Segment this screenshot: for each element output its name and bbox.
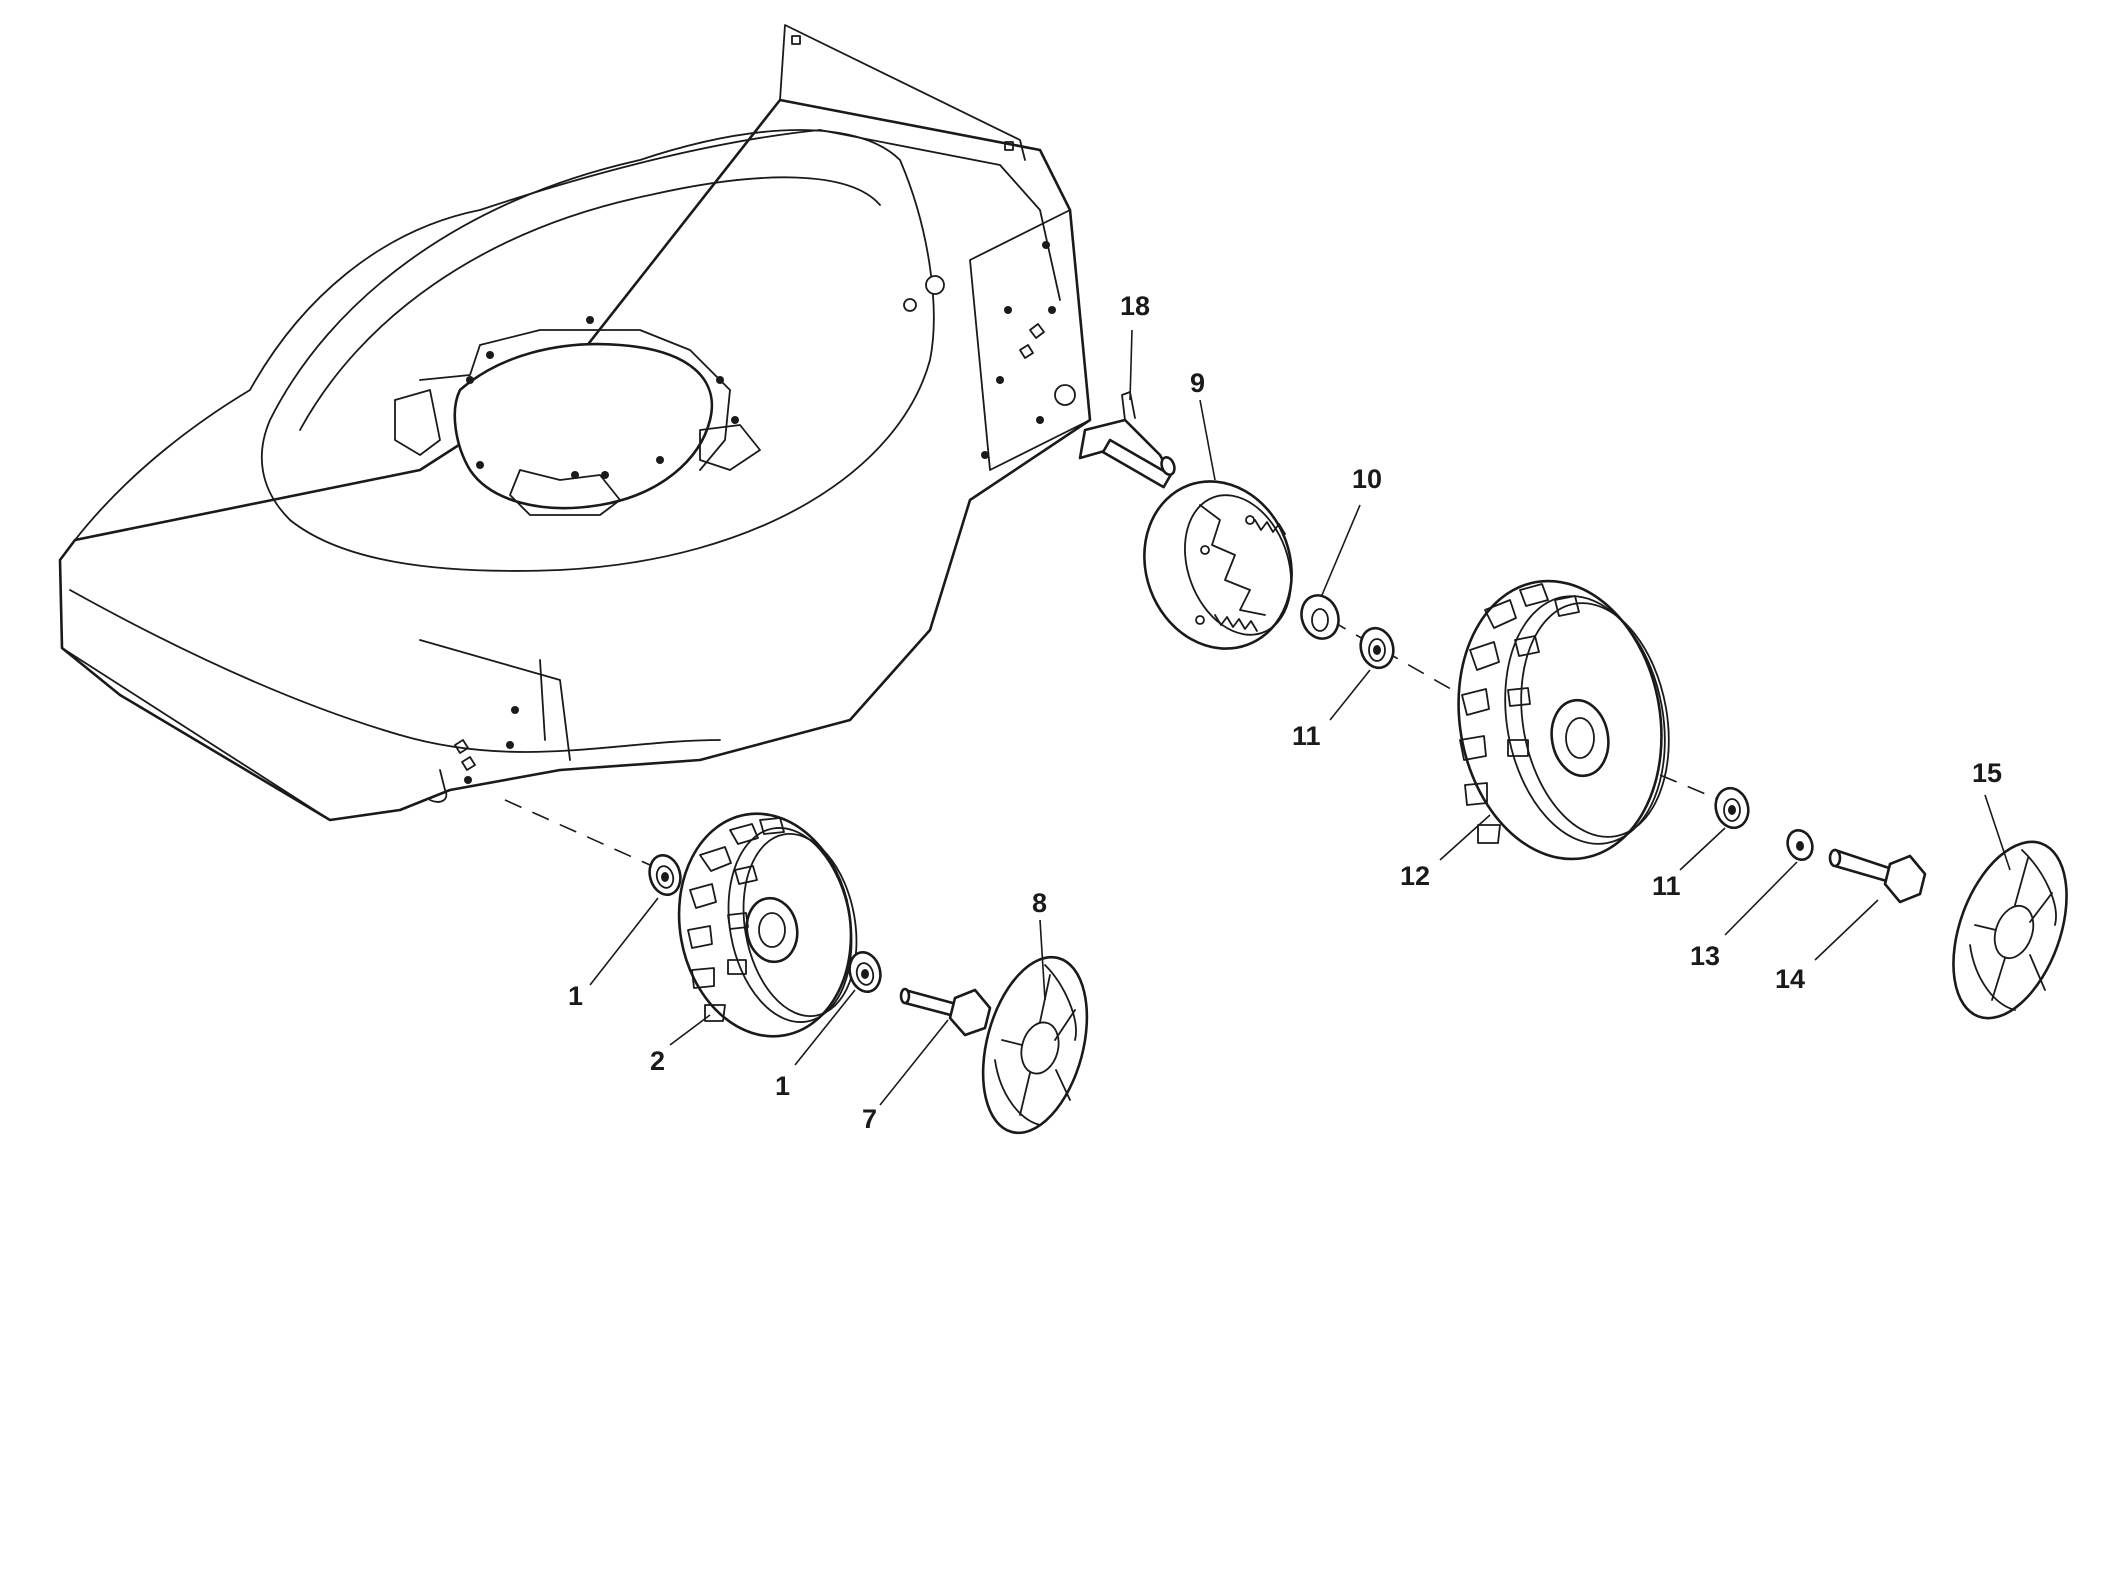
callout-1a: 1 <box>568 981 583 1011</box>
rear-wheel <box>1457 579 1670 861</box>
callout-labels: 1 2 1 7 8 18 9 10 11 12 11 13 14 15 <box>568 291 2002 1134</box>
spacer <box>1300 594 1340 640</box>
front-wheel-inner-bearing <box>648 853 682 897</box>
callout-15: 15 <box>1972 758 2002 788</box>
front-hubcap <box>981 955 1089 1135</box>
rear-wheel-bolt <box>1828 848 1927 904</box>
callout-14: 14 <box>1775 964 1805 994</box>
washer <box>1786 829 1814 861</box>
callout-13: 13 <box>1690 941 1720 971</box>
callout-10: 10 <box>1352 464 1382 494</box>
callout-1b: 1 <box>775 1071 790 1101</box>
callout-11a: 11 <box>1292 721 1321 751</box>
rear-wheel-inner-bearing <box>1359 626 1395 670</box>
rear-wheel-outer-bearing <box>1714 786 1750 830</box>
mower-deck <box>58 24 1176 822</box>
gear-ring <box>1143 480 1293 650</box>
callout-7: 7 <box>862 1104 877 1134</box>
callout-8: 8 <box>1032 888 1047 918</box>
callout-12: 12 <box>1400 861 1430 891</box>
front-wheel <box>677 812 858 1038</box>
rear-hubcap <box>1952 840 2068 1020</box>
leader-lines <box>589 329 2011 1106</box>
front-wheel-bolt <box>899 987 992 1037</box>
callout-9: 9 <box>1190 368 1205 398</box>
callout-2: 2 <box>650 1046 665 1076</box>
callout-18: 18 <box>1120 291 1150 321</box>
callout-11b: 11 <box>1652 871 1681 901</box>
front-wheel-outer-bearing <box>848 950 882 994</box>
